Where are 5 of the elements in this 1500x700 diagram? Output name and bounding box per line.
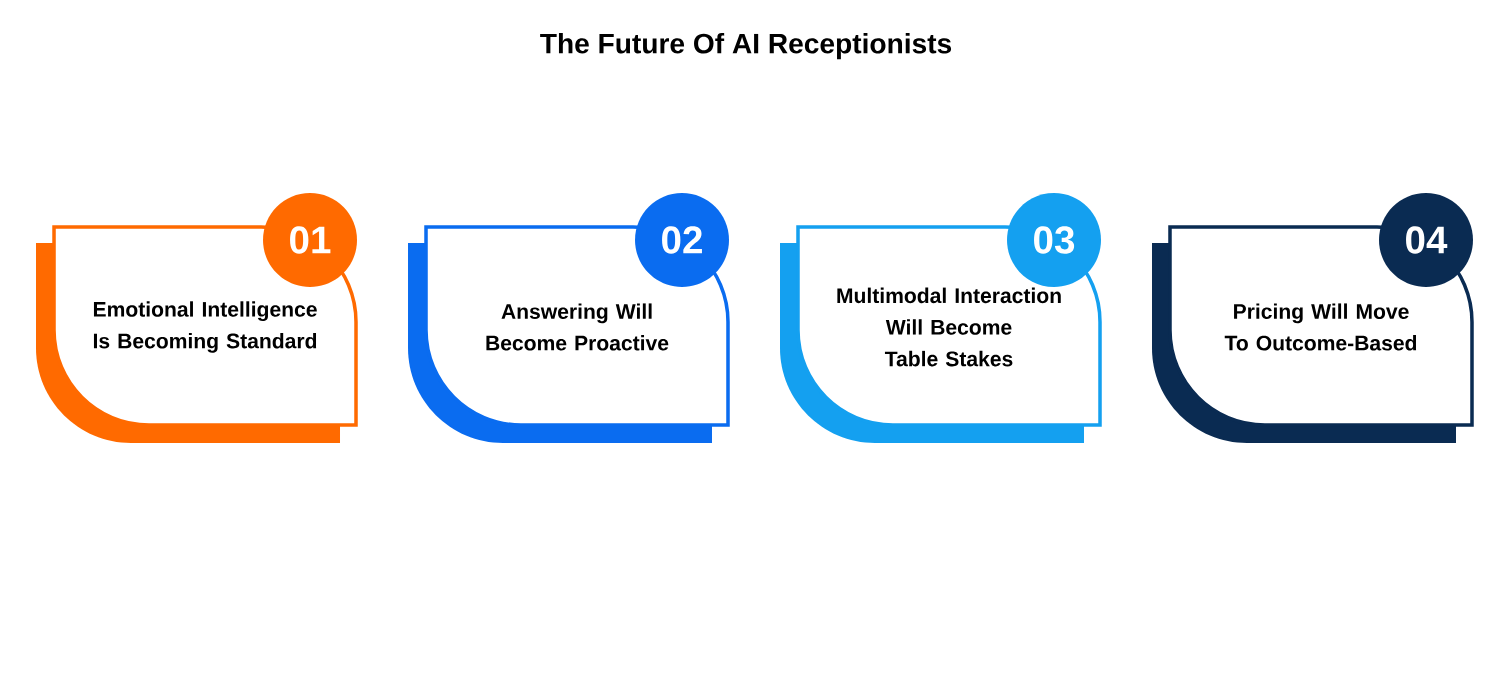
number-badge: 01 <box>263 193 357 287</box>
number-badge: 04 <box>1379 193 1473 287</box>
number-badge: 02 <box>635 193 729 287</box>
title: The Future Of AI Receptionists <box>540 32 952 60</box>
number-badge: 03 <box>1007 193 1101 287</box>
